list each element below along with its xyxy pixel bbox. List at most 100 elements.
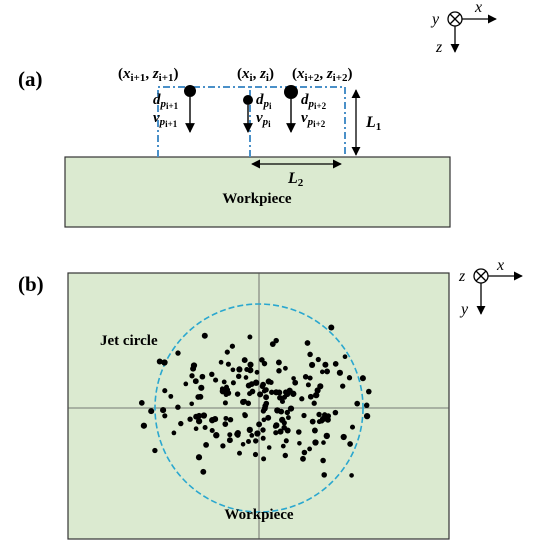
particle-dot [213,432,220,439]
particle-dot [321,440,326,445]
panel-a-label: (a) [18,67,43,91]
panel-b-axis-triad: z x y [458,257,523,318]
boundary-left [157,86,250,157]
particle-dot [235,432,241,438]
particle-dot [332,361,339,367]
particle-dot [347,441,353,447]
diameter-label-i: dpi [256,92,272,111]
particle-dot [292,379,299,386]
particle-dot [280,443,286,449]
particle-dot [249,388,256,395]
particle-dot [229,343,236,349]
particle-dot [269,341,276,347]
particle-dot [225,390,232,396]
particle-dot [209,427,215,434]
particle-dot [222,400,228,406]
coord-label-i: (xi, zi) [237,66,274,84]
velocity-label-i1: vpi+1 [153,110,178,129]
panel-a: (a) y x z Workpiece (xi+1, zi+1) [18,0,497,228]
particle-dot [307,446,313,452]
particle-dot [287,405,295,412]
particle-dot [189,401,195,407]
particle-dot [281,425,287,431]
particle-dot [336,369,343,376]
particle-dot [195,394,202,400]
particle-dot [279,416,286,424]
particle-dot [276,368,282,374]
particle-dot [273,337,279,344]
particle-dot [259,383,266,389]
particle-dot [187,416,193,422]
particle-dot [261,360,268,367]
particle-dot [162,413,168,419]
particle-i1 [184,85,196,97]
particle-dot [256,421,263,428]
particle-dot [219,386,225,392]
particle-dot [209,417,216,424]
axis-x-label: x [474,0,482,16]
particle-dot [260,408,267,414]
particle-dot [249,432,255,438]
particle-dot [319,418,325,424]
diameter-label-i1: dpi+1 [153,92,179,111]
particle-dot [193,426,199,432]
particle-dot [196,412,202,419]
particle-dot [213,377,219,383]
velocity-label-i: vpi [256,110,271,129]
particle-dot [307,351,313,358]
particle-dot [261,456,267,462]
particle-dot [209,371,215,377]
particle-dot [286,387,293,394]
particle-dot [324,368,331,375]
particle-dot [175,404,181,410]
particle-dot [297,441,302,446]
jet-circle-label: Jet circle [100,333,158,349]
particle-dot [171,430,177,436]
particle-dot [162,388,168,394]
particle-dot [203,442,209,448]
particle-dot [349,424,356,430]
particle-dot [200,468,207,475]
particle-dot [161,359,168,366]
axis-out-label: z [458,268,466,285]
particle-dot [266,445,272,450]
particle-dot [265,414,272,421]
particle-dot [253,438,259,444]
particle-scatter [138,324,372,478]
particle-dot [277,428,284,435]
particle-dot [160,407,167,414]
particle-dot [269,389,275,395]
particle-dot [273,430,279,436]
particle-dot [246,426,253,434]
particle-dot [192,378,199,385]
particle-dot [245,438,252,445]
particle-dot [284,409,291,416]
particle-dot [282,452,289,459]
panel-a-axis-triad: y x z [430,0,497,56]
workpiece-label-a: Workpiece [222,191,291,207]
particle-dot [283,438,289,444]
particle-dot [225,361,231,367]
particle-dot [240,442,246,447]
particle-dot [198,384,205,391]
particle-dot [332,409,339,416]
particle-dot [241,357,248,364]
particle-dot [296,429,302,435]
axis-z-label: z [435,39,443,56]
particle-dot [263,400,270,407]
particle-dot [275,359,282,366]
particle-dot [220,443,226,449]
particle-dot [234,391,241,397]
workpiece-block [64,156,451,228]
particle-dot [227,416,234,423]
particle-dot [316,411,322,418]
particle-dot [245,382,252,389]
particle-dot [311,400,317,406]
particle-dot [221,379,227,385]
particle-dot [230,380,236,386]
particle-dot [242,412,248,417]
particle-dot [195,418,203,425]
particle-dot [309,418,316,425]
particle-dot [301,449,308,456]
